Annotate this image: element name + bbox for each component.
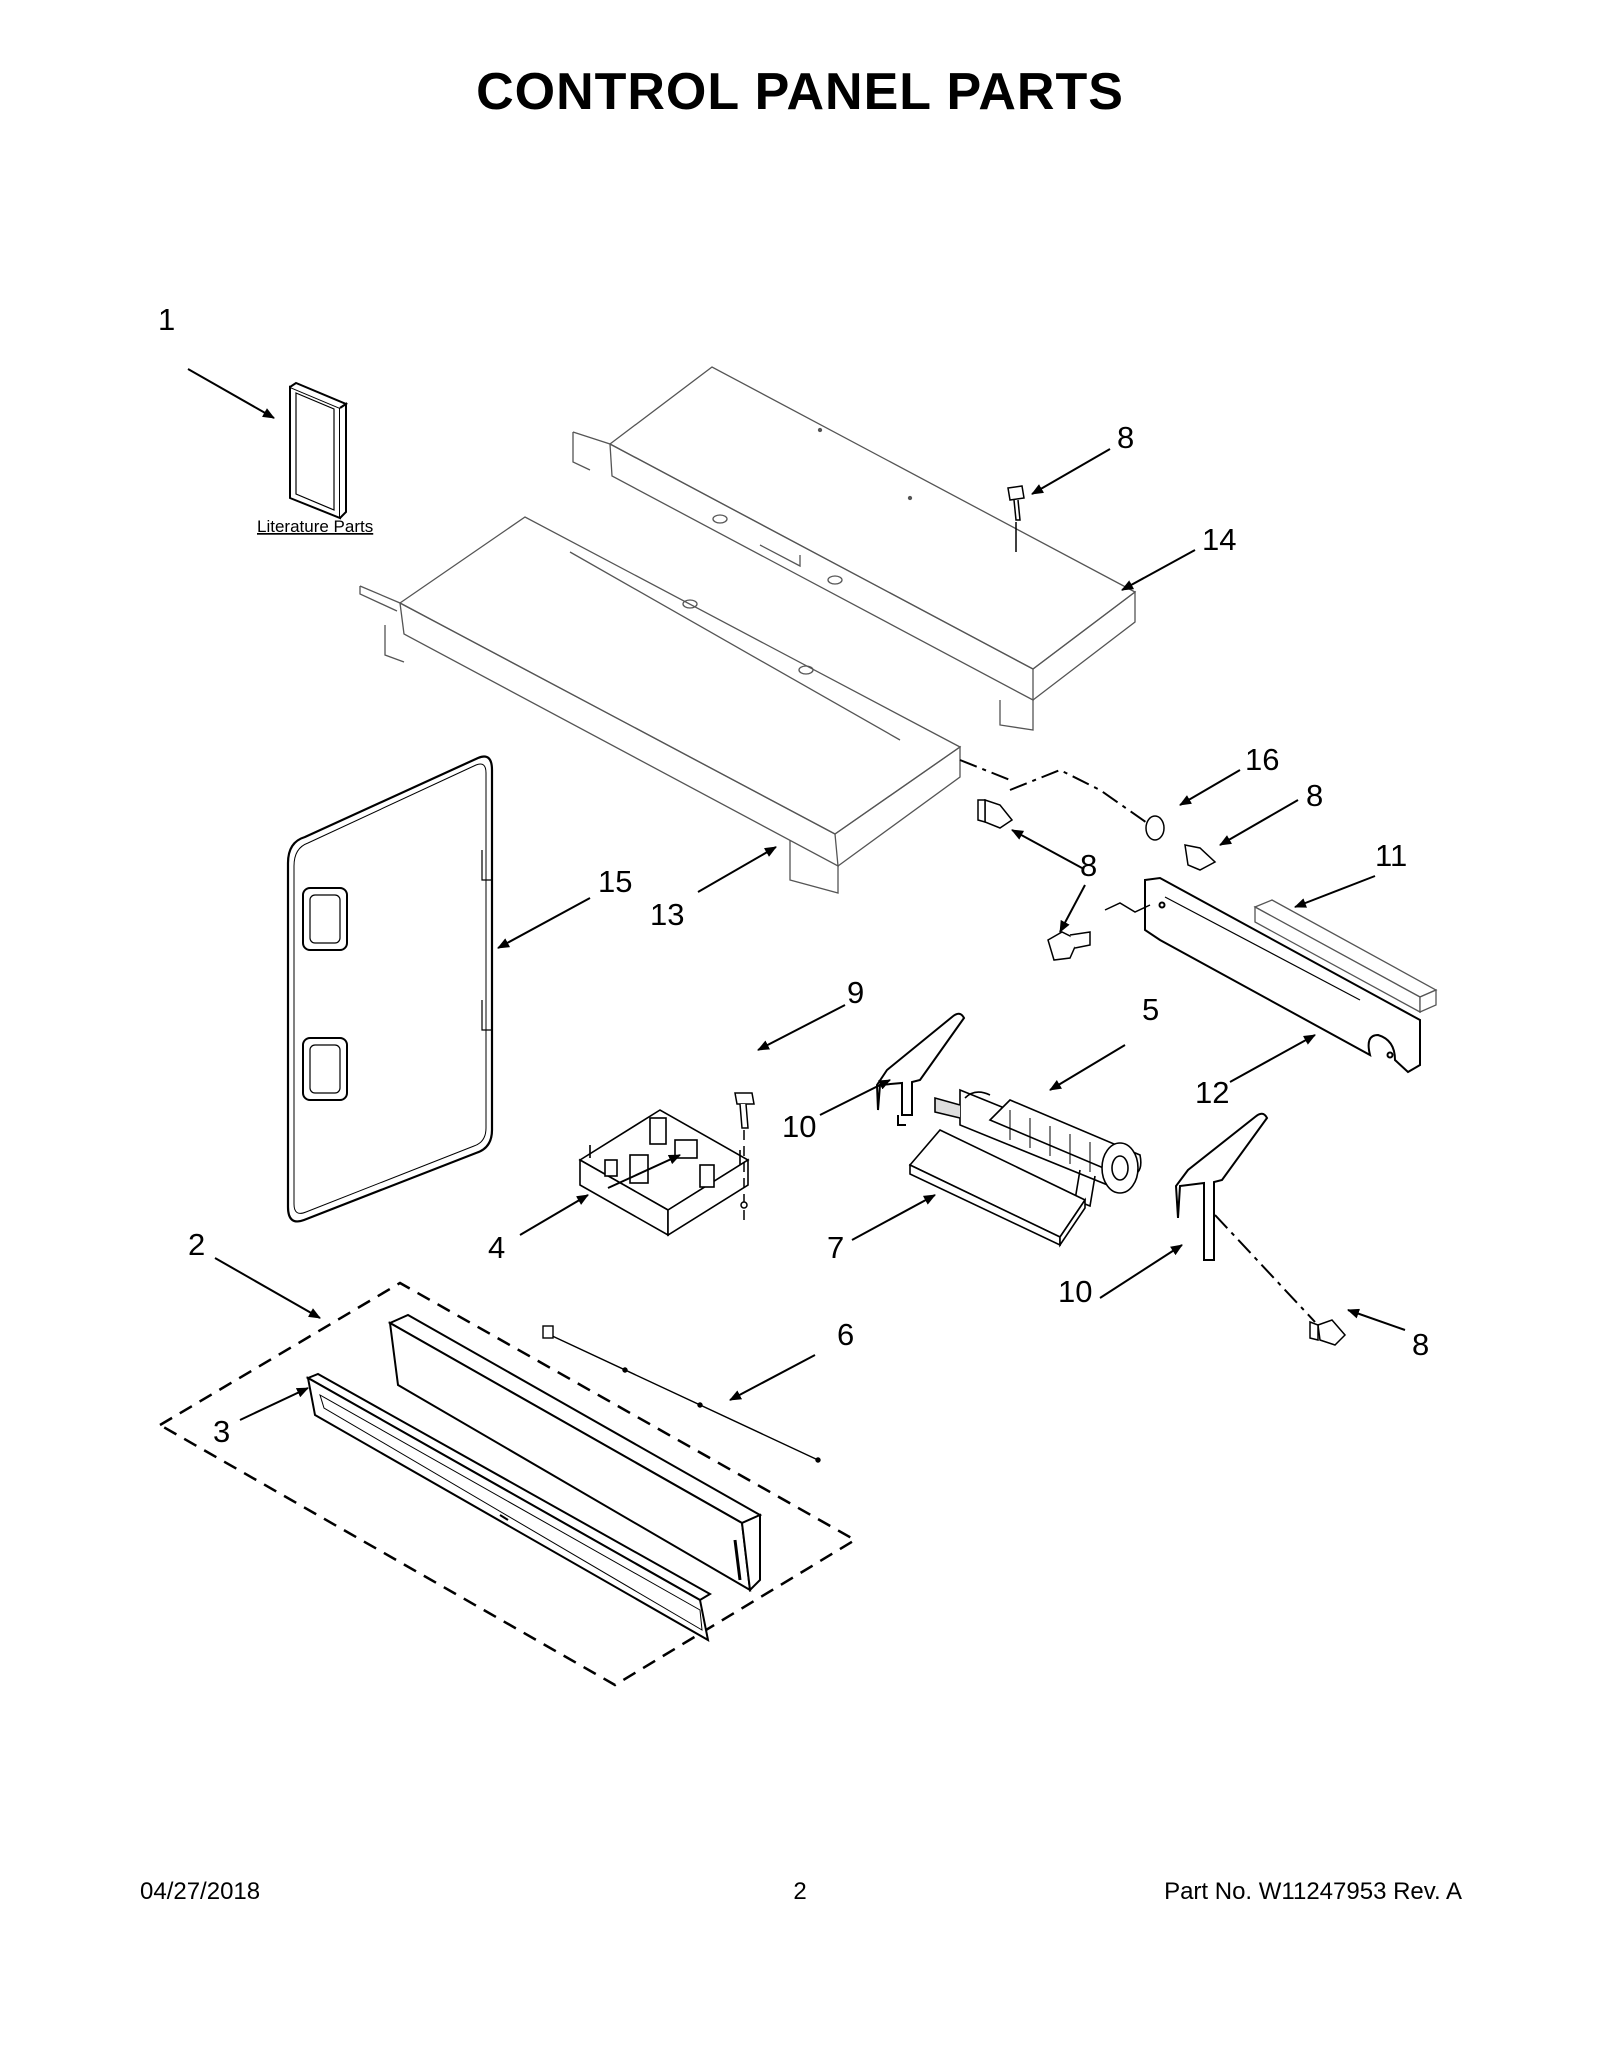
leader-arrows [187, 368, 1406, 1421]
screw-washer [1145, 815, 1217, 871]
page-title: CONTROL PANEL PARTS [476, 63, 1124, 121]
callout-5: 5 [1142, 992, 1159, 1027]
screw-bracket [1309, 1319, 1347, 1346]
callout-13: 13 [650, 897, 684, 932]
footer-date: 04/27/2018 [140, 1878, 261, 1905]
callout-16: 16 [1245, 742, 1279, 777]
screw-top [1007, 485, 1025, 552]
callout-12: 12 [1195, 1075, 1229, 1110]
part-console-group-outline [157, 1281, 858, 1687]
screw-board [734, 1092, 755, 1225]
part-wire-harness [542, 1325, 821, 1463]
part-control-cover [286, 755, 494, 1223]
part-blower-motor [934, 1088, 1142, 1208]
callout-8-bracket: 8 [1412, 1327, 1429, 1362]
part-upper-cover [572, 366, 1137, 731]
callout-15: 15 [598, 864, 632, 899]
callout-3: 3 [213, 1414, 230, 1449]
part-literature-booklet [289, 381, 349, 520]
callout-8-washer: 8 [1306, 778, 1323, 813]
callout-14: 14 [1202, 522, 1236, 557]
assembly-lines [959, 759, 1316, 1323]
callout-numbers: 1 8 14 16 8 8 11 15 13 9 5 12 10 2 4 7 1… [158, 302, 1429, 1449]
part-deflector [908, 1129, 1087, 1248]
part-bracket-right [1174, 1112, 1269, 1261]
callout-1: 1 [158, 302, 175, 337]
callout-6: 6 [837, 1317, 854, 1352]
part-glass-panel [387, 1313, 763, 1593]
literature-parts-label: Literature Parts [257, 517, 373, 536]
callout-2: 2 [188, 1227, 205, 1262]
part-bracket-left [875, 1012, 966, 1126]
callout-8-top: 8 [1117, 420, 1134, 455]
callout-7: 7 [827, 1230, 844, 1265]
callout-11: 11 [1375, 838, 1407, 873]
part-control-tray [359, 516, 962, 894]
screw-rail [1047, 931, 1091, 961]
callout-9: 9 [847, 975, 864, 1010]
part-foam-strip [1253, 899, 1438, 1014]
callout-10-upper: 10 [782, 1109, 816, 1144]
callout-8-rail: 8 [1080, 848, 1097, 883]
footer-part-number: Part No. W11247953 Rev. A [1164, 1878, 1462, 1905]
screw-tray-left [977, 798, 1014, 829]
footer-page-number: 2 [793, 1878, 807, 1905]
part-bracket-rail [1104, 876, 1421, 1074]
part-control-board [578, 1109, 750, 1237]
part-console-frame [305, 1372, 712, 1642]
callout-4: 4 [488, 1230, 505, 1265]
callout-10-lower: 10 [1058, 1274, 1092, 1309]
